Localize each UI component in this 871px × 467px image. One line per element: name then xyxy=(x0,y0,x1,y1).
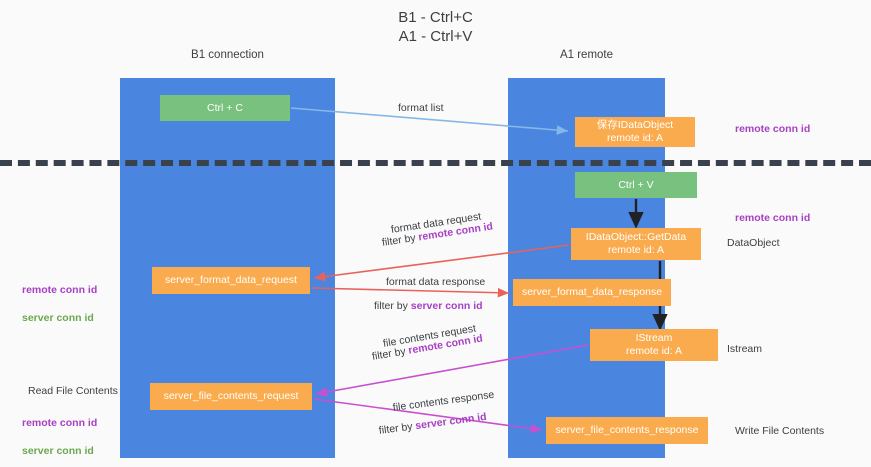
node-idataobject-getdata[interactable]: IDataObject::GetData remote id: A xyxy=(571,228,701,260)
label-format-data-response-filter: filter by server conn id xyxy=(374,299,483,313)
annotation-dataobject: DataObject xyxy=(727,237,780,249)
annotation-istream: Istream xyxy=(727,343,763,355)
page-title: B1 - Ctrl+C A1 - Ctrl+V xyxy=(398,9,473,45)
node-server-format-data-response[interactable]: server_format_data_response xyxy=(513,279,671,306)
key-server-conn-id: server conn id xyxy=(410,300,483,312)
key-remote-conn-id: remote conn id xyxy=(22,284,98,296)
label-format-data-response: format data response xyxy=(386,276,486,288)
filter-by-text: filter by xyxy=(381,231,420,249)
node-idataobject[interactable]: 保存IDataObject remote id: A xyxy=(575,117,695,147)
key-server-conn-id: server conn id xyxy=(414,410,488,433)
swimlane-title-b1: B1 connection xyxy=(191,49,264,61)
phase-divider xyxy=(0,160,871,166)
annotation-remote-conn-id-mid: remote conn id xyxy=(735,212,811,224)
node-istream[interactable]: IStream remote id: A xyxy=(590,329,718,361)
key-server-conn-id: server conn id xyxy=(22,312,94,324)
node-ctrl-v[interactable]: Ctrl + V xyxy=(575,172,697,198)
node-server-format-data-request[interactable]: server_format_data_request xyxy=(152,267,310,294)
node-ctrl-c[interactable]: Ctrl + C xyxy=(160,95,290,121)
annotation-left-keys-bottom: remote conn id server conn id xyxy=(22,402,97,458)
annotation-left-keys-mid: remote conn id server conn id xyxy=(22,269,97,325)
annotation-read-file-contents: Read File Contents xyxy=(28,385,118,397)
annotation-write-file-contents: Write File Contents xyxy=(735,425,825,437)
filter-by-text: filter by xyxy=(378,420,417,437)
key-server-conn-id: server conn id xyxy=(22,445,94,457)
annotation-remote-conn-id-top: remote conn id xyxy=(735,123,811,135)
node-server-file-contents-request[interactable]: server_file_contents_request xyxy=(150,383,312,410)
key-remote-conn-id: remote conn id xyxy=(22,417,98,429)
filter-by-text: filter by xyxy=(371,344,410,363)
node-server-file-contents-response[interactable]: server_file_contents_response xyxy=(546,417,708,444)
filter-by-text: filter by xyxy=(374,300,411,312)
label-format-list: format list xyxy=(398,102,444,114)
swimlane-title-a1: A1 remote xyxy=(559,49,614,61)
